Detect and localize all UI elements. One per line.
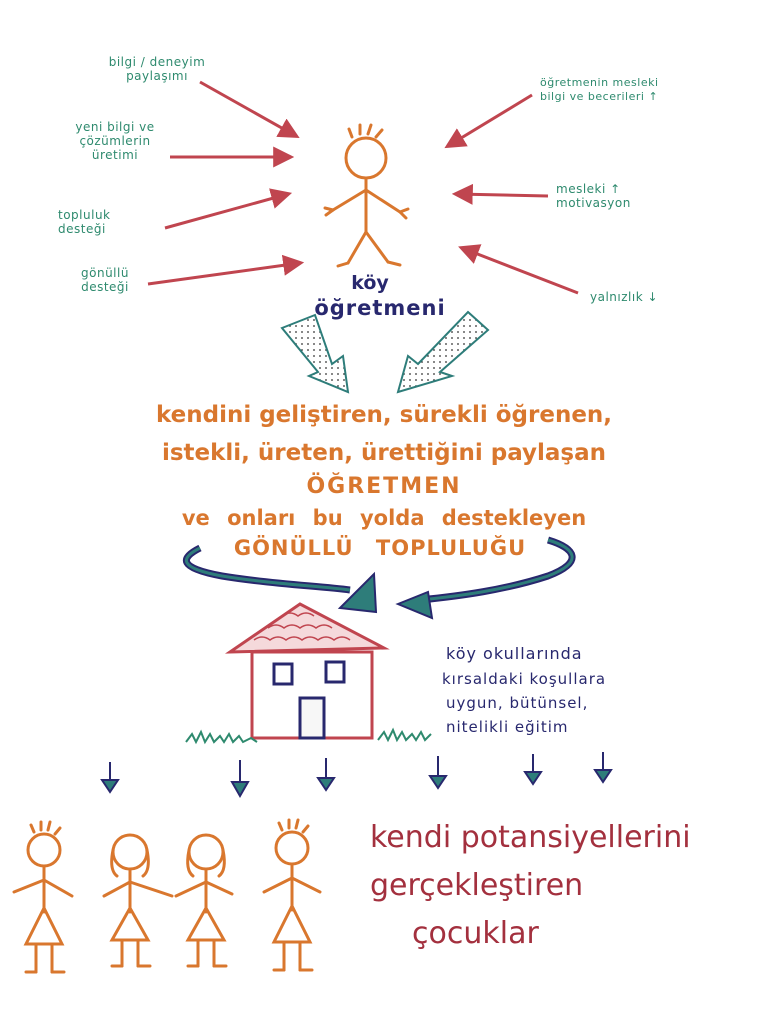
child-figure-3 — [174, 833, 234, 968]
school-note-2: kırsaldaki koşullara — [442, 670, 607, 688]
arrow-right-3 — [458, 244, 579, 295]
down-arrow-4 — [428, 756, 448, 790]
down-arrow-2 — [230, 760, 250, 799]
arrow-left-1 — [199, 80, 300, 139]
child-figure-4 — [262, 818, 322, 972]
middle-line-1: kendini geliştiren, sürekli öğrenen, — [155, 402, 613, 428]
right-input-1: öğretmenin mesleki bilgi ve becerileri ↑ — [540, 76, 659, 103]
child-figure-2 — [102, 833, 174, 968]
right-input-2: mesleki ↑ motivasyon — [556, 182, 631, 210]
dotted-arrow-left — [280, 313, 350, 394]
school-note-4: nitelikli eğitim — [446, 718, 569, 736]
middle-line-5: GÖNÜLLÜ TOPLULUĞU — [233, 536, 527, 560]
left-input-4: gönüllü desteği — [81, 266, 129, 294]
teacher-label-line2: öğretmeni — [314, 296, 446, 320]
left-input-3: topluluk desteği — [58, 208, 111, 236]
down-arrows — [100, 752, 613, 799]
down-arrow-3 — [316, 758, 336, 792]
curved-arrow-right — [395, 536, 576, 620]
child-figure-1 — [12, 820, 74, 974]
left-input-1: bilgi / deneyim paylaşımı — [108, 55, 206, 83]
middle-line-2: istekli, üreten, ürettiğini paylaşan — [161, 440, 607, 466]
middle-line-4: ve onları bu yolda destekleyen — [181, 506, 587, 530]
left-input-2: yeni bilgi ve çözümlerin üretimi — [75, 120, 155, 162]
curved-arrow-left — [182, 544, 378, 614]
school-house — [185, 602, 432, 745]
down-arrow-1 — [100, 762, 120, 794]
outcome-line-1: kendi potansiyellerini — [370, 820, 691, 855]
teacher-figure — [323, 123, 410, 268]
down-arrow-6 — [593, 752, 613, 784]
outcome-line-3: çocuklar — [412, 916, 539, 951]
down-arrow-5 — [523, 754, 543, 786]
arrow-left-4 — [147, 254, 305, 286]
right-input-3: yalnızlık ↓ — [590, 290, 659, 304]
school-note-3: uygun, bütünsel, — [446, 694, 589, 712]
teacher-label-line1: köy — [351, 272, 389, 294]
school-note-1: köy okullarında — [446, 644, 583, 663]
dotted-arrow-right — [396, 310, 490, 394]
middle-line-3: ÖĞRETMEN — [306, 474, 462, 499]
arrow-right-1 — [444, 93, 533, 149]
arrow-left-3 — [164, 188, 293, 230]
outcome-line-2: gerçekleştiren — [370, 868, 584, 903]
arrow-right-2 — [451, 183, 549, 205]
